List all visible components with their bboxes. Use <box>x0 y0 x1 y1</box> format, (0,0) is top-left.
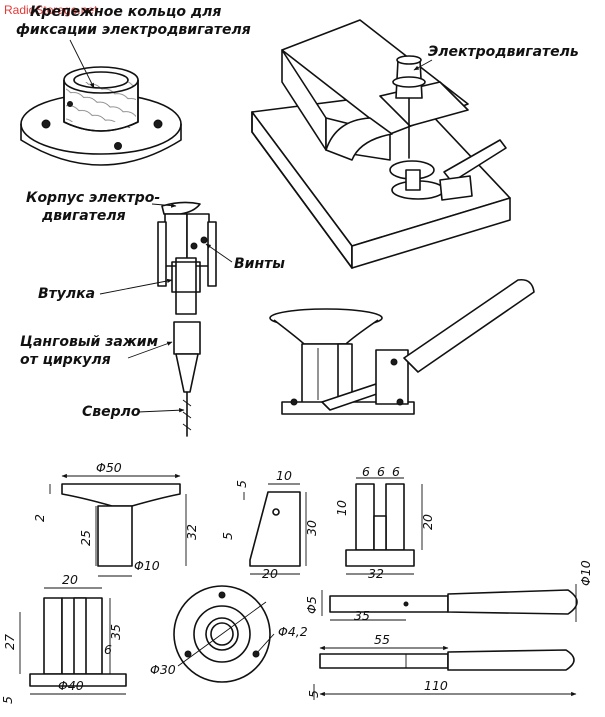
dim-5b: 5 <box>220 532 235 540</box>
leader-drill <box>137 408 185 413</box>
dim-32b: 32 <box>368 566 384 581</box>
watermark-text: RadioStorage.net <box>4 3 98 17</box>
dim-d40: Φ40 <box>58 678 84 693</box>
dim-d5: Φ5 <box>304 596 319 614</box>
label-body-line2: двигателя <box>41 208 126 224</box>
detail-bracket <box>243 483 307 575</box>
detail-fork <box>345 477 423 575</box>
dim-110: 110 <box>424 678 448 693</box>
detail-ring-plan <box>173 585 275 683</box>
dim-10b: 10 <box>334 500 349 516</box>
dim-6a: 6 <box>362 464 370 479</box>
dim-d30: Φ30 <box>150 662 176 677</box>
detail-ring-section <box>19 587 127 695</box>
dim-35b: 35 <box>354 608 370 623</box>
dim-5c: 5 <box>0 696 15 704</box>
dim-6b: 6 <box>377 464 385 479</box>
leader-ring <box>69 39 95 89</box>
detail-handle-top <box>321 584 578 622</box>
dim-5d: 5 <box>306 690 321 698</box>
leader-body <box>151 203 177 208</box>
motor-section-illustration <box>157 201 217 437</box>
label-ring-line1: Крепежное кольцо для <box>30 4 221 20</box>
label-collet-line2: от циркуля <box>20 352 111 368</box>
dim-20b: 20 <box>420 514 435 530</box>
dim-10: 10 <box>276 468 292 483</box>
label-motor: Электродвигатель <box>428 44 579 60</box>
label-screws: Винты <box>234 256 285 272</box>
dim-20a: 20 <box>262 566 278 581</box>
dim-d42: Φ4,2 <box>278 624 308 639</box>
label-ring-line2: фиксации электродвигателя <box>16 22 251 38</box>
dim-55: 55 <box>374 632 390 647</box>
mounting-ring-illustration <box>20 66 182 166</box>
dim-20c: 20 <box>62 572 78 587</box>
dim-25: 25 <box>78 530 93 546</box>
dim-6c: 6 <box>392 464 400 479</box>
leader-motor <box>413 59 433 71</box>
dim-35: 35 <box>108 624 123 640</box>
machine-isometric-illustration <box>251 19 511 269</box>
dim-d10: Φ10 <box>134 558 160 573</box>
dim-27: 27 <box>2 634 17 650</box>
detail-table-stem <box>49 473 187 577</box>
dim-32: 32 <box>184 524 199 540</box>
dim-30: 30 <box>304 520 319 536</box>
label-body-line1: Корпус электро- <box>26 190 160 206</box>
leader-sleeve <box>99 278 173 295</box>
dim-6d: 6 <box>104 642 112 657</box>
leader-collet <box>127 341 173 359</box>
dim-5a: 5 <box>234 480 249 488</box>
detail-handle-bottom <box>313 645 577 700</box>
table-lever-illustration <box>269 278 535 415</box>
label-drill: Сверло <box>82 404 141 420</box>
dim-d10-handle: Φ10 <box>578 560 593 586</box>
label-collet-line1: Цанговый зажим <box>20 334 158 350</box>
dim-d50: Φ50 <box>96 460 122 475</box>
dim-2: 2 <box>32 514 47 522</box>
leader-screws <box>205 243 233 263</box>
label-sleeve: Втулка <box>38 286 95 302</box>
